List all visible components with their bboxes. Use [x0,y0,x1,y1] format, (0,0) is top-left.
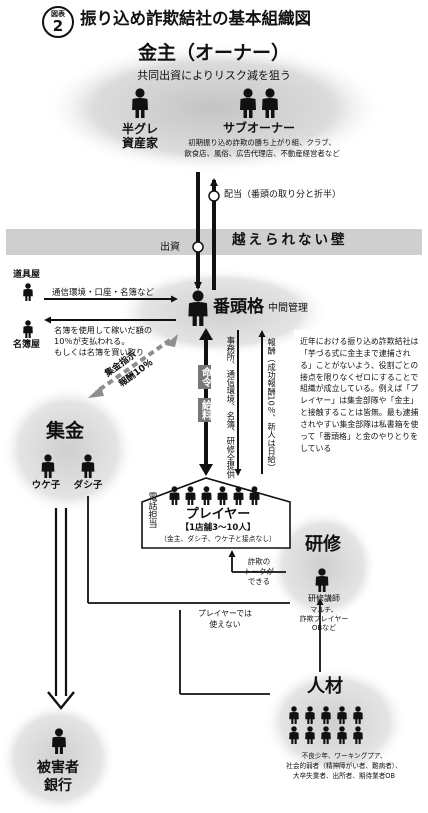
investment-label: 出資 [160,242,180,253]
command-label: 命令 [198,365,211,389]
reward-label: 報酬（成功報酬10％、新人は日給） [266,338,277,472]
victim-heading: 被害者 銀行 [37,760,79,794]
victim-cloud [0,702,116,813]
bantou-name: 番頭格 [213,297,264,317]
talent-cloud [263,666,407,778]
collect-link [94,338,172,394]
ukeko-label: ウケ子 [31,480,61,491]
bantou-cloud [116,268,328,356]
figure-label: 図表 [51,10,65,18]
note-box [294,330,422,510]
collection-heading: 集金 [45,420,84,442]
player-capacity: 【1店舗3〜10人】 [180,523,256,533]
figure-number: 2 [52,17,64,35]
dividend-label: 配当（番頭の取り分と折半） [224,190,342,200]
note-text: 近年における振り込め詐欺結社は「芋づる式に金主まで逮捕される」ことがないよう、役… [300,337,419,453]
talent-desc: 不良少年、ワーキングプア、 社会的弱者（精神障がい者、難病者）、 大卒失業者、出… [286,752,402,780]
player-heading: プレイヤー [185,507,251,522]
victim-arrow [47,691,75,710]
list-shop-label: 名簿屋 [13,340,41,350]
sub-owner-desc: 初期振り込め詐欺の勝ち上がり組、クラブ、 飲食店、風俗、広告代理店、不動産経営者… [184,138,340,158]
talent-heading: 人材 [307,676,343,697]
salary-label: 給料 [198,398,211,422]
owner-heading: 金主（オーナー） [137,42,290,64]
player-note: （金主、ダシ子、ウケ子と接点なし） [160,535,276,543]
training-cloud [269,510,377,622]
training-skill-label: 詐欺の トークが できる [244,557,274,586]
instructor-desc: マルチ、 詐欺プレイヤー OBなど [299,606,349,632]
han-gure-label: 半グレ 資産家 [121,122,158,151]
sub-owner-label: サブオーナー [222,121,295,135]
page-title: 振り込め詐欺結社の基本組織図 [80,9,311,28]
tools-shop-icon [23,283,33,301]
figure-badge [42,6,74,38]
training-heading: 研修 [305,534,341,555]
office-provision-label: 事務所、通信環境、名簿、研修全提供 [225,336,236,479]
tools-shop-label: 道具屋 [13,270,41,280]
list-shop-icon [23,320,33,338]
phone-label: 電話担当 [146,492,157,528]
bantou-role: 中間管理 [268,303,308,314]
owner-cloud [42,42,386,174]
wall-label: 越えられない壁 [232,232,348,248]
collection-cloud [2,386,134,514]
instructor-label: 研修講師 [308,594,340,603]
list-fee-label: 名簿を使用して稼いだ額の 10％が支払われる。 もしくは名簿を買い取り [54,325,153,358]
tools-flow-label: 通信環境・口座・名簿など [52,288,155,298]
owner-subtitle: 共同出資によりリスク減を狙う [137,69,291,82]
player-unusable-label: プレイヤーでは 使えない [198,609,252,629]
dashiko-label: ダシ子 [73,480,103,491]
